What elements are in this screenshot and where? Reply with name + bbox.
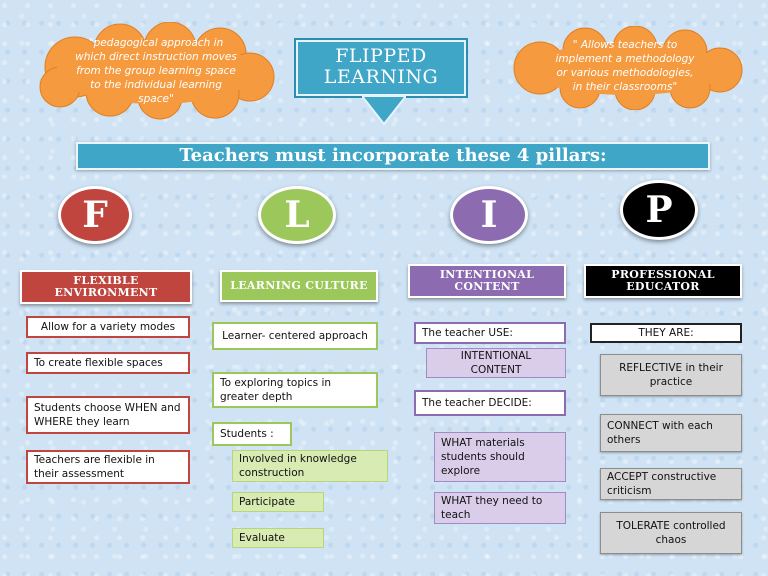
quote-left-line: which direct instruction moves xyxy=(75,51,237,63)
flexible-item: Allow for a variety modes xyxy=(26,316,190,338)
educator-item: REFLECTIVE in their practice xyxy=(600,354,742,396)
category-intentional-content: INTENTIONAL CONTENT xyxy=(408,264,566,298)
educator-header-item: THEY ARE: xyxy=(590,323,742,343)
educator-item: TOLERATE controlled chaos xyxy=(600,512,742,554)
flexible-item: To create flexible spaces xyxy=(26,352,190,374)
category-flexible-environment: FLEXIBLE ENVIRONMENT xyxy=(20,270,192,304)
quote-right-line: " Allows teachers to xyxy=(572,39,678,51)
cloud-shape-left xyxy=(39,22,275,120)
letter-circle-f: F xyxy=(58,186,132,244)
category-title-line: CONTENT xyxy=(454,280,520,293)
culture-item: Students : xyxy=(212,422,292,446)
category-professional-educator: PROFESSIONAL EDUCATOR xyxy=(584,264,742,298)
letter-circle-i: I xyxy=(450,186,528,244)
quote-right-line: in their classrooms" xyxy=(572,81,678,93)
quote-right-line: or various methodologies, xyxy=(556,67,694,79)
quote-cloud-right: " Allows teachers to implement a methodo… xyxy=(500,26,750,110)
quote-right-line: implement a methodology xyxy=(555,53,695,65)
intentional-decide-label: The teacher DECIDE: xyxy=(414,390,566,416)
category-title-line: FLEXIBLE xyxy=(73,274,139,287)
category-learning-culture: LEARNING CULTURE xyxy=(220,270,378,302)
title-line-2: LEARNING xyxy=(323,66,439,88)
cloud-shape-right xyxy=(513,26,743,110)
category-title-line: PROFESSIONAL xyxy=(611,268,715,281)
quote-cloud-left: "pedagogical approach in which direct in… xyxy=(30,22,282,120)
category-title-line: EDUCATOR xyxy=(626,280,700,293)
title-line-1: FLIPPED xyxy=(335,45,427,67)
letter-circle-l: L xyxy=(258,186,336,244)
intentional-decide-item: WHAT they need to teach xyxy=(434,492,566,524)
title-arrow xyxy=(362,96,406,126)
intentional-use-item-line: INTENTIONAL xyxy=(460,350,532,362)
title-box: FLIPPED LEARNING xyxy=(294,38,468,98)
category-title-line: INTENTIONAL xyxy=(439,268,535,281)
culture-sub-item: Involved in knowledge construction xyxy=(232,450,388,482)
intentional-use-label: The teacher USE: xyxy=(414,322,566,344)
quote-left-line: "pedagogical approach in xyxy=(88,37,224,49)
educator-item: ACCEPT constructive criticism xyxy=(600,468,742,500)
quote-left-line: from the group learning space xyxy=(76,65,236,77)
intentional-use-item: INTENTIONAL CONTENT xyxy=(426,348,566,378)
flexible-item: Students choose WHEN and WHERE they lear… xyxy=(26,396,190,434)
quote-left-line: to the individual learning xyxy=(90,79,222,91)
pillars-banner: Teachers must incorporate these 4 pillar… xyxy=(76,142,710,170)
flexible-item: Teachers are flexible in their assessmen… xyxy=(26,450,190,484)
intentional-decide-item: WHAT materials students should explore xyxy=(434,432,566,482)
culture-item: To exploring topics in greater depth xyxy=(212,372,378,408)
quote-left-line: space" xyxy=(138,93,174,105)
intentional-use-item-line: CONTENT xyxy=(470,364,522,376)
category-title-line: ENVIRONMENT xyxy=(54,286,158,299)
educator-item: CONNECT with each others xyxy=(600,414,742,452)
letter-circle-p: P xyxy=(620,180,698,240)
culture-item: Learner- centered approach xyxy=(212,322,378,350)
culture-sub-item: Evaluate xyxy=(232,528,324,548)
culture-sub-item: Participate xyxy=(232,492,324,512)
